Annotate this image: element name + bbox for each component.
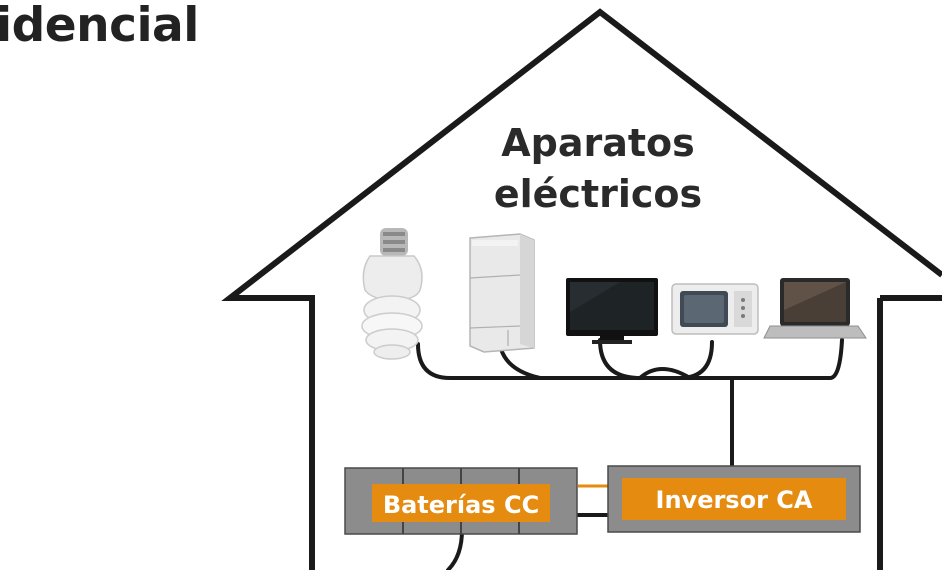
wiring [416,338,844,570]
page-title: idencial [0,0,199,53]
battery-label: Baterías CC [383,491,539,519]
inverter-label: Inversor CA [656,486,813,514]
battery-bank: Baterías CC [344,467,578,535]
lightbulb-icon [361,228,423,360]
television-icon [566,278,658,344]
appliances-heading-line2: eléctricos [494,172,702,216]
wire-battery-out [446,528,464,570]
refrigerator-icon [469,233,535,353]
appliances-heading-line1: Aparatos [501,121,695,165]
laptop-icon [763,278,867,339]
house-outline [221,8,942,570]
wire-laptop-loop [638,367,692,380]
wire-tv [598,338,642,380]
inverter: Inversor CA [607,465,861,533]
microwave-icon [671,283,759,335]
wire-microwave [678,340,714,380]
